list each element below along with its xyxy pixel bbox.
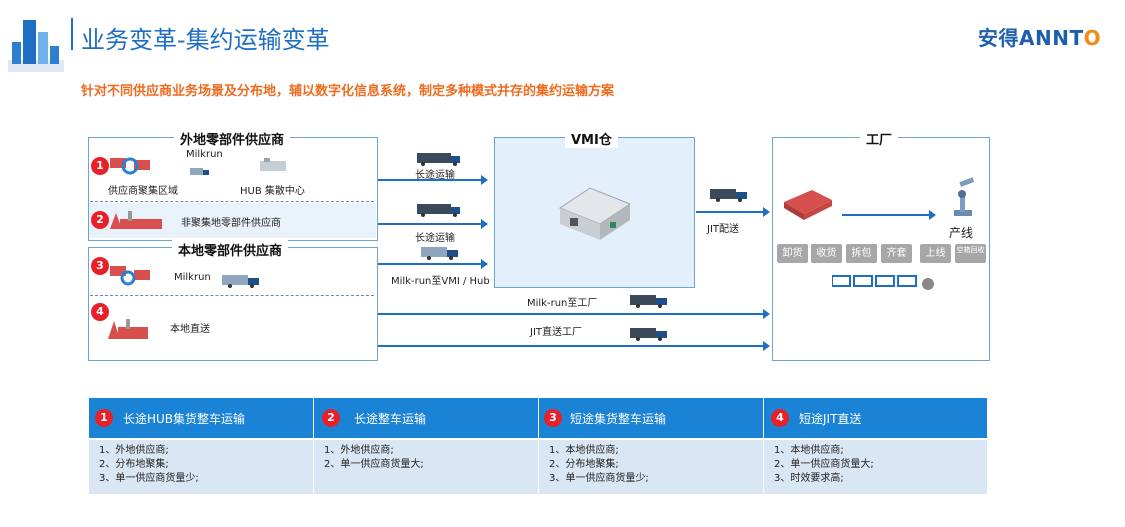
panel-3-item: 2、分布地聚集; bbox=[549, 459, 619, 470]
tugger-train-icon bbox=[831, 272, 938, 294]
mode-panels: 1 长途HUB集货整车运输 2 长途整车运输 3 短途集货整车运输 4 短途JI… bbox=[89, 398, 987, 494]
page-title: 业务变革-集约运输变革 bbox=[81, 26, 330, 54]
panel-1-item: 2、分布地聚集; bbox=[99, 459, 169, 470]
panel-head-2 bbox=[314, 398, 538, 438]
title-divider bbox=[71, 18, 73, 50]
step-receive: 收货 bbox=[811, 244, 842, 263]
hub-center-icon bbox=[258, 157, 288, 175]
jit-delivery-label: JIT配送 bbox=[707, 224, 740, 235]
jit-direct-arrow bbox=[378, 341, 770, 351]
panel-3-item: 1、本地供应商; bbox=[549, 445, 619, 456]
milkrun-truck-icon bbox=[190, 162, 210, 175]
panel-head-4 bbox=[764, 398, 987, 438]
dashed-divider-2 bbox=[90, 295, 374, 296]
panel-4-item: 3、时效要求高; bbox=[774, 473, 844, 484]
milkrun-vmi-arrow bbox=[378, 259, 488, 269]
long-haul-label-1: 长途运输 bbox=[415, 170, 455, 181]
local-direct-factory-icon bbox=[106, 313, 152, 343]
milkrun-factory-label: Milk-run至工厂 bbox=[527, 298, 598, 309]
panel-title-2: 长途整车运输 bbox=[354, 412, 427, 426]
panel-1-item: 1、外地供应商; bbox=[99, 445, 169, 456]
jit-delivery-truck-icon bbox=[710, 187, 748, 202]
supplier-cluster-icon bbox=[108, 150, 154, 176]
warehouse-icon bbox=[550, 178, 640, 244]
step-number-1: 1 bbox=[91, 157, 109, 175]
milkrun-vmi-truck-icon bbox=[421, 245, 459, 260]
step-unpack: 拆包 bbox=[846, 244, 877, 263]
panel-num-2: 2 bbox=[322, 409, 340, 427]
robot-arm-icon bbox=[948, 176, 978, 218]
milkrun-factory-arrow bbox=[378, 309, 770, 319]
jit-direct-truck-icon bbox=[630, 326, 668, 341]
step-online: 上线 bbox=[920, 244, 951, 263]
local-supplier-box bbox=[88, 247, 378, 361]
panel-3-item: 3、单一供应商货量少; bbox=[549, 473, 649, 484]
long-haul-truck-2-icon bbox=[417, 202, 461, 217]
step-empty-return: 空箱回收 bbox=[955, 244, 986, 263]
local-cluster-icon bbox=[108, 260, 154, 286]
milkrun-factory-truck-icon bbox=[630, 293, 668, 308]
step-number-3: 3 bbox=[91, 257, 109, 275]
local-direct-label: 本地直送 bbox=[170, 324, 210, 335]
factory-title: 工厂 bbox=[860, 129, 899, 148]
vmi-title: VMI仓 bbox=[565, 129, 618, 148]
panel-head-1 bbox=[89, 398, 313, 438]
panel-2-item: 1、外地供应商; bbox=[324, 445, 394, 456]
step-number-2: 2 bbox=[91, 211, 109, 229]
supplier-area-label: 供应商聚集区域 bbox=[108, 186, 178, 197]
panel-body-4: 1、本地供应商; 2、单一供应商货量大; 3、时效要求高; bbox=[764, 440, 987, 494]
jit-delivery-arrow bbox=[696, 207, 770, 217]
remote-supplier-title: 外地零部件供应商 bbox=[174, 129, 291, 148]
long-haul-arrow-2 bbox=[378, 219, 488, 229]
hub-center-label: HUB 集散中心 bbox=[240, 186, 305, 197]
panel-num-4: 4 bbox=[771, 409, 789, 427]
panel-title-3: 短途集货整车运输 bbox=[570, 412, 667, 426]
panel-head-3 bbox=[539, 398, 763, 438]
panel-2-item: 2、单一供应商货量大; bbox=[324, 459, 424, 470]
panel-title-1: 长途HUB集货整车运输 bbox=[123, 412, 246, 426]
non-cluster-label: 非聚集地零部件供应商 bbox=[181, 218, 281, 229]
panel-4-item: 2、单一供应商货量大; bbox=[774, 459, 874, 470]
milkrun-label: Milkrun bbox=[186, 149, 223, 160]
panel-body-3: 1、本地供应商; 2、分布地聚集; 3、单一供应商货量少; bbox=[539, 440, 763, 494]
step-unload: 卸货 bbox=[777, 244, 808, 263]
panel-num-3: 3 bbox=[544, 409, 562, 427]
panel-body-1: 1、外地供应商; 2、分布地聚集; 3、单一供应商货量少; bbox=[89, 440, 313, 494]
step-kitting: 齐套 bbox=[881, 244, 912, 263]
long-haul-truck-1-icon bbox=[417, 151, 461, 166]
milkrun-local-label: Milkrun bbox=[174, 272, 211, 283]
panel-1-item: 3、单一供应商货量少; bbox=[99, 473, 199, 484]
building-logo-icon bbox=[8, 10, 64, 72]
panel-body-2: 1、外地供应商; 2、单一供应商货量大; bbox=[314, 440, 538, 494]
long-haul-label-2: 长途运输 bbox=[415, 233, 455, 244]
step-number-4: 4 bbox=[91, 303, 109, 321]
long-haul-arrow-1 bbox=[378, 175, 488, 185]
non-cluster-factory-icon bbox=[108, 207, 166, 231]
milkrun-vmi-label: Milk-run至VMI / Hub bbox=[391, 276, 490, 287]
factory-line-arrow bbox=[842, 210, 936, 220]
dashed-divider bbox=[90, 201, 374, 202]
local-supplier-title: 本地零部件供应商 bbox=[172, 240, 289, 259]
jit-direct-label: JIT直送工厂 bbox=[530, 327, 583, 338]
factory-rack-icon bbox=[782, 188, 834, 222]
panel-title-4: 短途JIT直送 bbox=[799, 412, 862, 426]
milkrun-local-truck-icon bbox=[222, 273, 260, 288]
page-subtitle: 针对不同供应商业务场景及分布地，辅以数字化信息系统，制定多种模式并存的集约运输方… bbox=[81, 84, 615, 99]
panel-num-1: 1 bbox=[95, 409, 113, 427]
brand-logo: 安得ANNTO bbox=[978, 26, 1102, 50]
panel-4-item: 1、本地供应商; bbox=[774, 445, 844, 456]
production-line-label: 产线 bbox=[949, 226, 974, 240]
